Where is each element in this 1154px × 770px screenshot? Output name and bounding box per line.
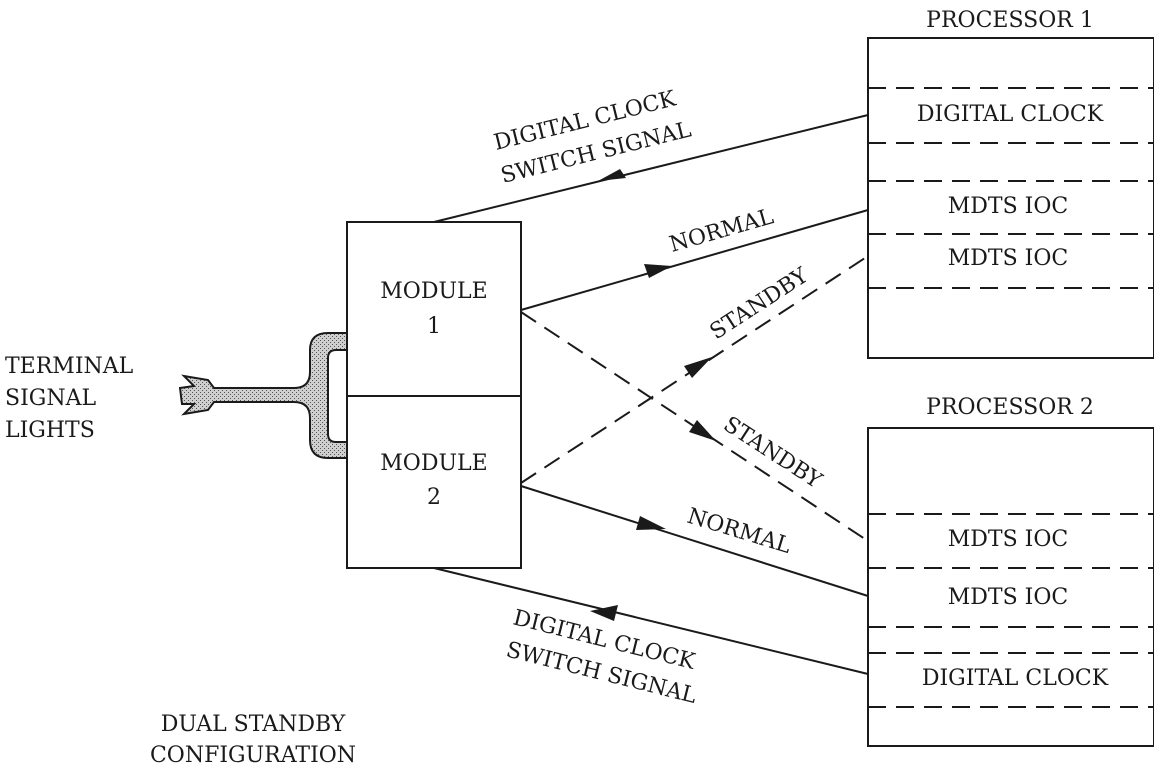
processor-2-title: PROCESSOR 2 xyxy=(926,395,1094,420)
processor-2-row-digital-clock: DIGITAL CLOCK xyxy=(922,666,1109,691)
processor-2-row-mdts-ioc: MDTS IOC xyxy=(948,527,1068,552)
normal-line-1 xyxy=(520,209,869,311)
processor-1-row-mdts-ioc: MDTS IOC xyxy=(948,194,1068,219)
arrow-icon xyxy=(598,169,626,181)
processor-1-row-mdts-ioc: MDTS IOC xyxy=(948,246,1068,271)
caption-line2: CONFIGURATION xyxy=(150,743,356,768)
terminal-label-line2: SIGNAL xyxy=(5,386,96,411)
module-1-label: MODULE xyxy=(380,279,487,304)
arrow-icon xyxy=(636,516,666,530)
processor-1-box xyxy=(867,37,1154,359)
terminal-label-line1: TERMINAL xyxy=(5,354,134,379)
standby-label-top: STANDBY xyxy=(706,263,814,345)
arrow-icon xyxy=(684,357,712,378)
clock-switch-line-bottom xyxy=(433,567,869,675)
normal-line-2 xyxy=(520,485,869,597)
clock-switch-line-top xyxy=(433,114,869,223)
processor-1-row-digital-clock: DIGITAL CLOCK xyxy=(917,102,1104,127)
normal-label-1: NORMAL xyxy=(667,204,777,258)
module-2-number: 2 xyxy=(427,485,441,510)
terminal-label-line3: LIGHTS xyxy=(5,418,95,443)
normal-label-2: NORMAL xyxy=(684,504,794,559)
arrow-icon xyxy=(689,420,716,441)
processor-2-row-mdts-ioc: MDTS IOC xyxy=(948,585,1068,610)
caption-line1: DUAL STANDBY xyxy=(161,712,346,737)
arrow-icon xyxy=(644,264,672,278)
processor-1-title: PROCESSOR 1 xyxy=(926,8,1094,33)
processor-2-box xyxy=(867,427,1154,747)
module-1-number: 1 xyxy=(427,314,441,339)
terminal-connector-icon xyxy=(178,332,348,459)
module-2-label: MODULE xyxy=(380,451,487,476)
arrow-icon xyxy=(590,605,618,621)
